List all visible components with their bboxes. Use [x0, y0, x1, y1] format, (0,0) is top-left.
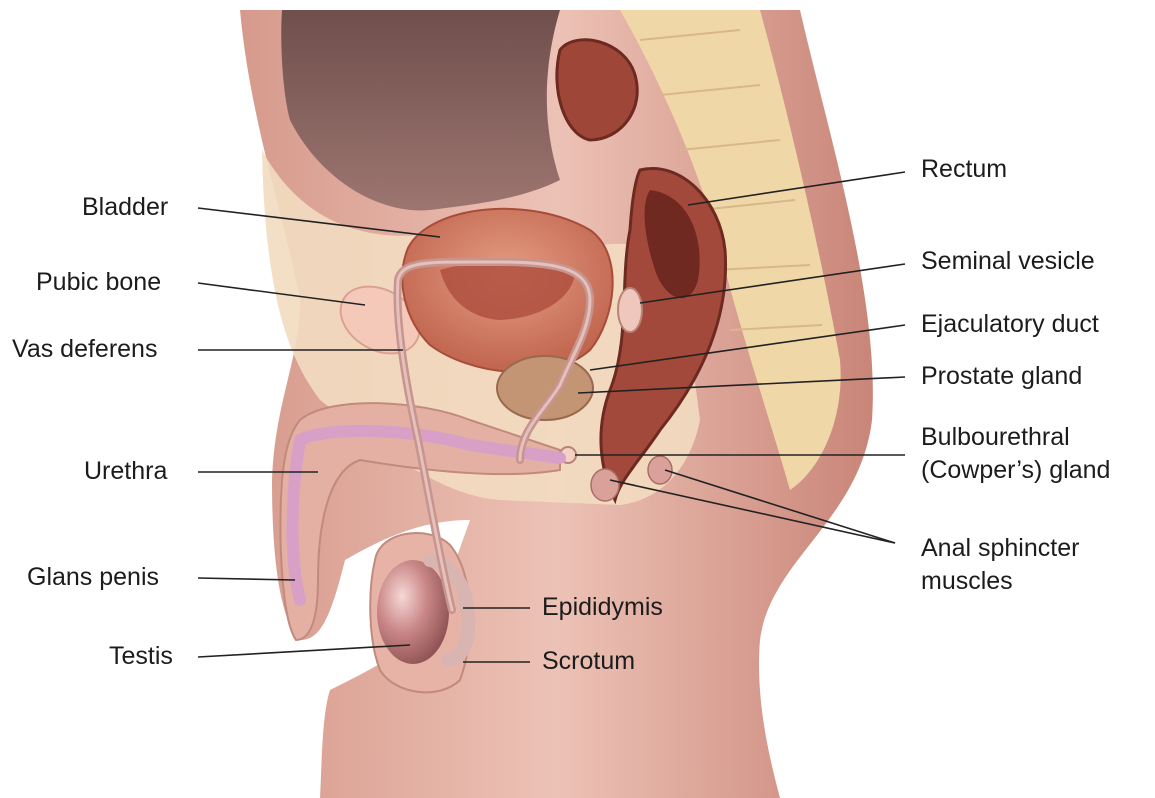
label-prostate-gland: Prostate gland	[921, 360, 1082, 393]
sphincter-shape-1	[591, 469, 619, 501]
label-testis: Testis	[109, 640, 173, 673]
label-bladder: Bladder	[82, 191, 168, 224]
label-anal-sphincter-line1: Anal sphincter	[921, 532, 1079, 565]
sphincter-shape-2	[648, 456, 672, 484]
label-urethra: Urethra	[84, 455, 167, 488]
testis-shape	[377, 560, 449, 664]
label-ejaculatory-duct: Ejaculatory duct	[921, 308, 1099, 341]
label-bulbourethral-line1: Bulbourethral	[921, 421, 1110, 454]
label-anal-sphincter: Anal sphincter muscles	[921, 532, 1079, 598]
label-seminal-vesicle: Seminal vesicle	[921, 245, 1095, 278]
label-glans-penis: Glans penis	[27, 561, 159, 594]
label-anal-sphincter-line2: muscles	[921, 565, 1079, 598]
label-pubic-bone: Pubic bone	[36, 266, 161, 299]
label-epididymis: Epididymis	[542, 591, 663, 624]
label-rectum: Rectum	[921, 153, 1007, 186]
seminal-vesicle-shape	[618, 288, 642, 332]
label-scrotum: Scrotum	[542, 645, 635, 678]
label-bulbourethral-line2: (Cowper’s) gland	[921, 454, 1110, 487]
label-vas-deferens: Vas deferens	[12, 333, 157, 366]
label-bulbourethral: Bulbourethral (Cowper’s) gland	[921, 421, 1110, 487]
